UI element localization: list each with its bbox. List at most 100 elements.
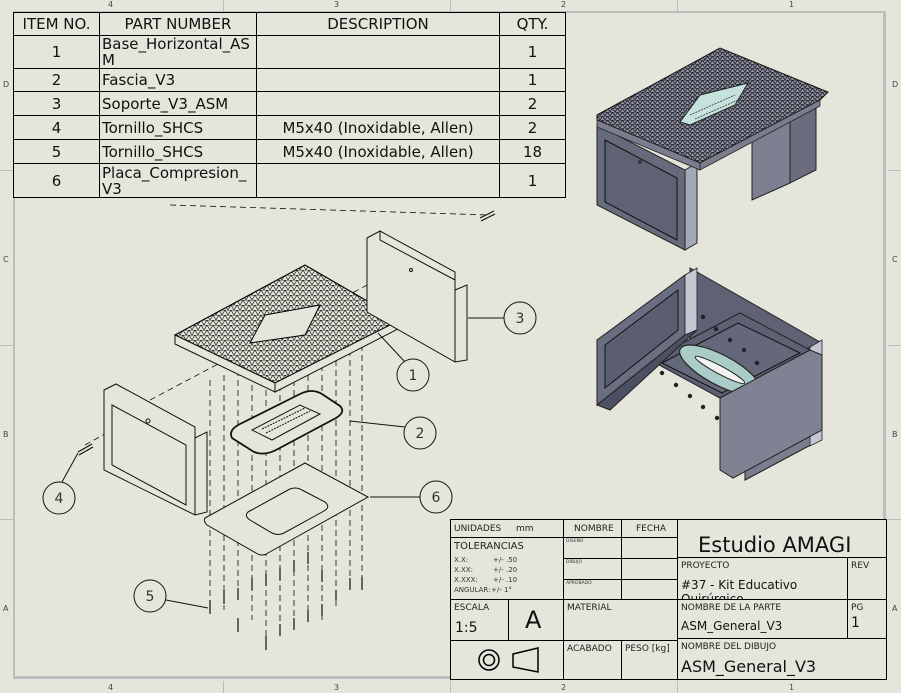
- incision-slot: [694, 355, 746, 385]
- screw-top: [479, 210, 496, 222]
- support-panel-window: [604, 139, 678, 241]
- bom-header-part: PART NUMBER: [99, 12, 257, 36]
- balloon-5: 5: [133, 579, 209, 613]
- balloon-6: 6: [370, 480, 453, 514]
- zone-label-right-c: C: [892, 255, 898, 264]
- insert-grooves: [689, 94, 739, 120]
- zone-label-right-d: D: [892, 80, 899, 89]
- zone-label-left-c: C: [3, 255, 9, 264]
- balloon-3-label: 3: [516, 311, 525, 327]
- zone-label-right-a: A: [892, 604, 898, 613]
- tolerances-label: TOLERANCIAS: [454, 541, 524, 552]
- zone-divider: [0, 170, 13, 171]
- isometric-view-assembled: [596, 47, 829, 251]
- drawing-name-value: ASM_General_V3: [681, 657, 817, 676]
- title-block: UNIDADES mm TOLERANCIAS X.X: +/- .50 X.X…: [450, 519, 887, 680]
- tolerances-cell: TOLERANCIAS X.X: +/- .50 X.XX: +/- .20 X…: [450, 537, 564, 600]
- zone-divider: [223, 681, 224, 693]
- zone-label-left-d: D: [3, 80, 10, 89]
- tolerance-label: X.XX:: [454, 566, 473, 574]
- tolerance-label: X.X:: [454, 556, 469, 564]
- bom-row: 5 Tornillo_SHCS M5x40 (Inoxidable, Allen…: [13, 139, 566, 164]
- underside-recess: [660, 322, 802, 394]
- balloon-1: 1: [377, 332, 430, 392]
- bom-row: 6 Placa_Compresion_V3 1: [13, 163, 566, 198]
- part-placa-compresion: [203, 462, 370, 556]
- sheet-size: A: [525, 606, 542, 634]
- part-name-cell: NOMBRE DE LA PARTE ASM_General_V3: [677, 599, 848, 639]
- date-header: FECHA: [636, 524, 667, 534]
- drawing-name-label: NOMBRE DEL DIBUJO: [681, 642, 777, 652]
- drawn-date-cell[interactable]: [621, 558, 678, 580]
- zone-divider: [677, 681, 678, 693]
- bom-item-no: 3: [13, 91, 100, 116]
- page-value: 1: [851, 615, 860, 631]
- approved-date-cell[interactable]: [621, 579, 678, 600]
- units-label: UNIDADES: [454, 524, 502, 534]
- zone-divider: [888, 345, 901, 346]
- bom-part-number: Tornillo_SHCS: [102, 142, 204, 161]
- units-cell: UNIDADES mm: [450, 519, 564, 538]
- weight-cell[interactable]: PESO [kg]: [621, 640, 678, 680]
- zone-label-bottom-4: 4: [108, 683, 114, 692]
- project-label: PROYECTO: [681, 561, 730, 571]
- approved-name-cell[interactable]: APROBADO: [563, 579, 622, 600]
- part-name-label: NOMBRE DE LA PARTE: [681, 603, 782, 613]
- revision-cell: REV: [847, 557, 887, 600]
- support-box-front: [719, 349, 823, 479]
- approved-label: APROBADO: [566, 581, 592, 586]
- part-fascia-slots: [261, 407, 311, 434]
- zone-label-bottom-2: 2: [561, 683, 567, 692]
- tolerance-value: +/- 1°: [491, 586, 512, 594]
- bill-of-materials-table: ITEM NO. PART NUMBER DESCRIPTION QTY. 1 …: [13, 12, 566, 198]
- zone-label-top-3: 3: [334, 0, 340, 9]
- part-base-window: [249, 304, 321, 344]
- support-panel-edge: [684, 267, 698, 336]
- company-name: Estudio AMAGI: [698, 533, 852, 557]
- page-label: PG: [851, 603, 864, 613]
- isometric-view-underside: [596, 267, 823, 481]
- units-value: mm: [516, 524, 534, 534]
- balloon-2: 2: [349, 416, 437, 450]
- bom-qty: 1: [499, 68, 566, 92]
- tolerance-label: ANGULAR:: [454, 586, 491, 594]
- balloon-4-label: 4: [55, 491, 64, 507]
- balloon-2-label: 2: [416, 426, 425, 442]
- mesh-top-side-edge: [699, 99, 821, 171]
- scale-cell: ESCALA 1:5: [450, 599, 509, 641]
- part-soporte: [366, 230, 468, 363]
- balloon-4: 4: [42, 452, 79, 515]
- material-cell[interactable]: MATERIAL: [563, 599, 678, 641]
- screws-bottom: [209, 552, 363, 650]
- bom-header-row: ITEM NO. PART NUMBER DESCRIPTION QTY.: [13, 12, 566, 36]
- bom-part-number: Tornillo_SHCS: [102, 118, 204, 137]
- drawn-name-cell[interactable]: DIBUJO: [563, 558, 622, 580]
- design-name-cell[interactable]: DISEÑO: [563, 537, 622, 559]
- third-angle-projection-icon: [478, 647, 539, 673]
- bom-description: [256, 163, 500, 198]
- bom-qty: 1: [499, 35, 566, 69]
- sheet-size-cell: A: [508, 599, 565, 641]
- bom-row: 2 Fascia_V3 1: [13, 68, 566, 92]
- finish-label: ACABADO: [567, 644, 612, 654]
- bom-item-no: 6: [13, 163, 100, 198]
- finish-cell[interactable]: ACABADO: [563, 640, 622, 680]
- support-panel-edge: [684, 162, 698, 251]
- company-cell: Estudio AMAGI: [677, 519, 887, 558]
- zone-label-top-2: 2: [561, 0, 567, 9]
- screw-side: [77, 443, 94, 456]
- zone-divider: [0, 345, 13, 346]
- scale-value: 1:5: [455, 620, 478, 636]
- zone-label-right-b: B: [892, 430, 898, 439]
- design-date-cell[interactable]: [621, 537, 678, 559]
- zone-divider: [0, 519, 13, 520]
- bom-qty: 18: [499, 139, 566, 164]
- bom-part-number: Placa_Compresion_V3: [102, 163, 247, 198]
- name-header: NOMBRE: [574, 524, 614, 534]
- material-label: MATERIAL: [567, 603, 612, 613]
- balloon-5-label: 5: [146, 589, 155, 605]
- scale-label: ESCALA: [454, 603, 490, 613]
- zone-divider: [223, 0, 224, 11]
- bom-qty: 2: [499, 91, 566, 116]
